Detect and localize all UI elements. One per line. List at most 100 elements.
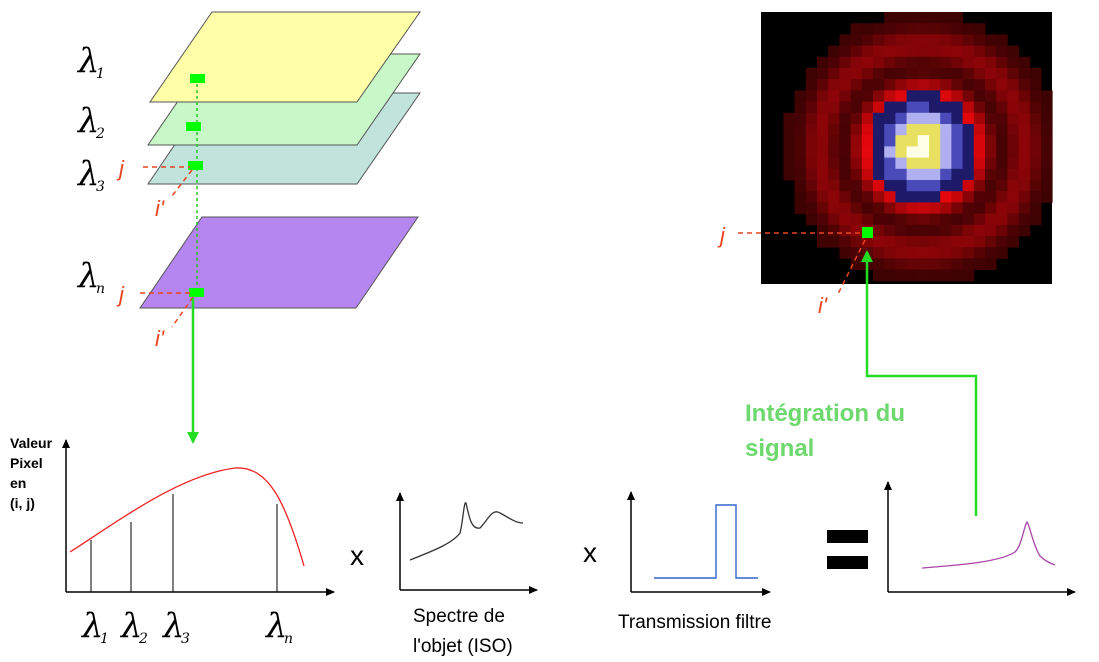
psf-cell <box>929 56 941 69</box>
psf-cell <box>873 213 885 226</box>
psf-cell <box>973 213 986 226</box>
psf-cell <box>962 180 975 192</box>
psf-cell <box>873 202 885 214</box>
psf-cell <box>828 45 840 58</box>
psf-cell <box>962 202 975 214</box>
psf-cell <box>895 269 907 282</box>
psf-cell <box>962 112 975 125</box>
psf-cell <box>861 23 874 35</box>
psf-cell <box>884 202 896 214</box>
psf-cell <box>1029 213 1042 226</box>
psf-cell <box>805 90 818 102</box>
psf-cell <box>951 68 963 80</box>
psf-cell <box>1041 168 1053 181</box>
psf-cell <box>861 135 874 147</box>
psf-cell <box>906 101 919 114</box>
psf-cell <box>940 124 952 136</box>
result-spectrum-chart <box>884 481 1076 596</box>
psf-cell <box>1029 135 1042 147</box>
psf-cell <box>985 34 997 46</box>
psf-cell <box>817 124 829 136</box>
psf-cell <box>962 124 975 136</box>
psf-cell <box>973 191 986 203</box>
psf-cell <box>884 180 896 192</box>
psf-cell <box>1029 112 1042 125</box>
psf-cell <box>962 23 975 35</box>
psf-cell <box>873 258 885 270</box>
psf-cell <box>973 224 986 237</box>
psf-cell <box>951 202 963 214</box>
psf-cell <box>895 191 907 203</box>
psf-cell <box>794 135 807 147</box>
psf-cell <box>973 124 986 136</box>
psf-cell <box>917 112 930 125</box>
psf-cell <box>828 191 840 203</box>
psf-cell <box>873 236 885 248</box>
psf-cell <box>828 213 840 226</box>
layer-label-1: λ 1 <box>76 41 105 82</box>
psf-cell <box>783 168 795 181</box>
psf-cell <box>929 269 941 282</box>
psf-cell <box>951 236 963 248</box>
psf-cell <box>1041 112 1053 125</box>
i-label-3: i' <box>155 196 165 221</box>
psf-cell <box>1029 146 1042 158</box>
psf-cell <box>873 90 885 102</box>
psf-cell <box>940 23 952 35</box>
psf-cell <box>973 236 986 248</box>
psf-cell <box>940 34 952 46</box>
psf-cell <box>873 224 885 237</box>
psf-cell <box>951 146 963 158</box>
psf-cell <box>861 101 874 114</box>
psf-cell <box>850 146 863 158</box>
psf-cell <box>850 56 863 69</box>
psf-cell <box>895 202 907 214</box>
psf-cell <box>839 68 851 80</box>
svg-text:λ: λ <box>161 606 185 646</box>
psf-cell <box>1029 90 1042 102</box>
psf-cell <box>1018 180 1031 192</box>
psf-cell <box>962 146 975 158</box>
psf-cell <box>906 213 919 226</box>
psf-cell <box>861 213 874 226</box>
psf-cell <box>1018 101 1031 114</box>
psf-cell <box>906 157 919 170</box>
psf-cell <box>828 236 840 248</box>
object-spectrum-label-line2: l'objet (ISO) <box>413 636 513 657</box>
psf-cell <box>962 191 975 203</box>
psf-cell <box>1018 146 1031 158</box>
psf-cell <box>850 90 863 102</box>
psf-cell <box>817 213 829 226</box>
psf-cell <box>895 68 907 80</box>
psf-cell <box>828 79 840 91</box>
psf-cell <box>929 79 941 91</box>
psf-cell <box>873 135 885 147</box>
psf-cell <box>839 247 851 259</box>
svg-text:3: 3 <box>181 631 190 647</box>
psf-cell <box>873 146 885 158</box>
pixel-value-chart: Valeur Pixel en (i, j) λ 1 λ 2 λ 3 λ n <box>10 435 335 647</box>
psf-cell <box>873 23 885 35</box>
psf-cell <box>794 157 807 170</box>
psf-cell <box>906 135 919 147</box>
layer-label-n: λ n <box>76 256 105 297</box>
psf-cell <box>951 90 963 102</box>
psf-cell <box>929 191 941 203</box>
psf-cell <box>1007 224 1019 237</box>
psf-cell <box>940 146 952 158</box>
psf-cell <box>996 247 1008 259</box>
psf-cell <box>929 135 941 147</box>
psf-cell <box>873 34 885 46</box>
psf-cell <box>906 12 919 24</box>
psf-cell <box>1018 202 1031 214</box>
psf-cell <box>985 224 997 237</box>
layer-label-2: λ 2 <box>76 101 105 142</box>
layer-lambda-n <box>139 216 419 309</box>
psf-cell <box>906 191 919 203</box>
psf-cell <box>895 247 907 259</box>
psf-cell <box>929 112 941 125</box>
integration-arrow <box>861 250 978 516</box>
multiply-operator-1: x <box>350 540 364 571</box>
psf-cell <box>783 112 795 125</box>
psf-cell <box>895 12 907 24</box>
